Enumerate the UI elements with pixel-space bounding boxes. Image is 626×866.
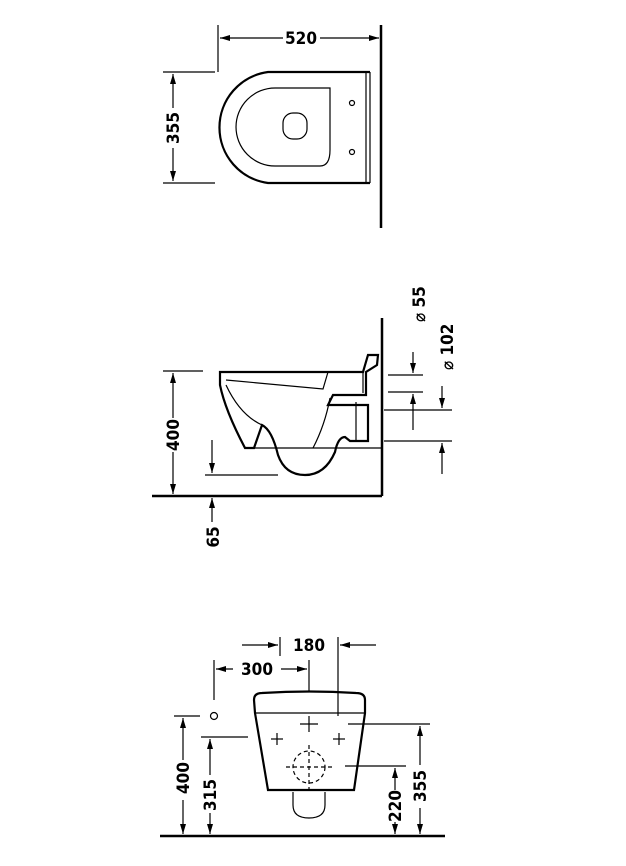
diameter-55-label: ⌀ 55 — [410, 286, 430, 322]
top-view: 520 355 — [163, 25, 383, 228]
height-dimension-label: 400 — [164, 419, 184, 451]
spacing-300-label: 300 — [241, 660, 273, 680]
width-dimension-label: 520 — [285, 29, 317, 49]
fixing-hole-icon — [348, 99, 356, 107]
seat-outline — [235, 87, 331, 167]
offset-dimension-label: 65 — [204, 526, 224, 547]
front-view: 180 300 400 315 220 355 — [160, 636, 445, 838]
diameter-102-label: ⌀ 102 — [438, 324, 458, 370]
fixing-hole-icon — [348, 148, 356, 156]
height-400-label: 400 — [174, 762, 194, 794]
water-inlet-icon — [209, 711, 219, 721]
height-355-label: 355 — [411, 770, 431, 802]
bowl-outline-side — [218, 353, 380, 477]
side-view: 400 65 ⌀ 55 ⌀ 102 — [152, 286, 458, 548]
depth-dimension-label: 355 — [164, 112, 184, 144]
bowl-outline-top — [218, 70, 370, 185]
height-315-label: 315 — [201, 779, 221, 811]
height-220-label: 220 — [386, 790, 406, 822]
fixing-point-icon — [271, 716, 345, 745]
bowl-outline-front — [252, 690, 367, 792]
spacing-180-label: 180 — [293, 636, 325, 656]
